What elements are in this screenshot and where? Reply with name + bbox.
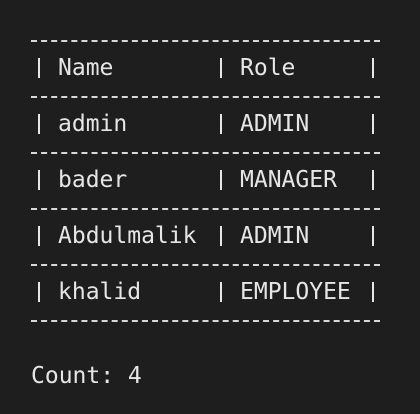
table-border bbox=[220, 114, 222, 134]
table-separator bbox=[31, 40, 380, 42]
table-separator bbox=[31, 152, 380, 154]
table-border bbox=[38, 226, 40, 246]
table-border bbox=[38, 170, 40, 190]
table-border bbox=[372, 170, 374, 190]
table-border bbox=[372, 114, 374, 134]
table-border bbox=[38, 58, 40, 78]
table-border bbox=[220, 58, 222, 78]
table-border bbox=[38, 282, 40, 302]
table-border bbox=[372, 226, 374, 246]
table-border bbox=[220, 226, 222, 246]
table-separator bbox=[31, 264, 380, 266]
table-cell-name: khalid bbox=[58, 279, 142, 305]
table-border bbox=[372, 58, 374, 78]
table-cell-role: EMPLOYEE bbox=[240, 279, 351, 305]
table-header-role: Role bbox=[240, 55, 296, 81]
table-border bbox=[220, 170, 222, 190]
table-cell-role: ADMIN bbox=[240, 111, 310, 137]
table-cell-role: MANAGER bbox=[240, 167, 337, 193]
table-separator bbox=[31, 320, 380, 322]
table-cell-name: admin bbox=[58, 111, 128, 137]
table-cell-role: ADMIN bbox=[240, 223, 310, 249]
table-cell-name: Abdulmalik bbox=[58, 223, 197, 249]
table-separator bbox=[31, 96, 380, 98]
count-label: Count: 4 bbox=[31, 363, 142, 389]
table-separator bbox=[31, 208, 380, 210]
table-border bbox=[372, 282, 374, 302]
table-border bbox=[220, 282, 222, 302]
table-cell-name: bader bbox=[58, 167, 128, 193]
table-border bbox=[38, 114, 40, 134]
table-header-name: Name bbox=[58, 55, 114, 81]
